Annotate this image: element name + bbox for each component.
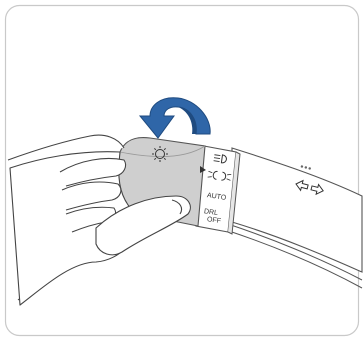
headlamp-switch-illustration: AUTO DRL OFF: [0, 0, 364, 341]
